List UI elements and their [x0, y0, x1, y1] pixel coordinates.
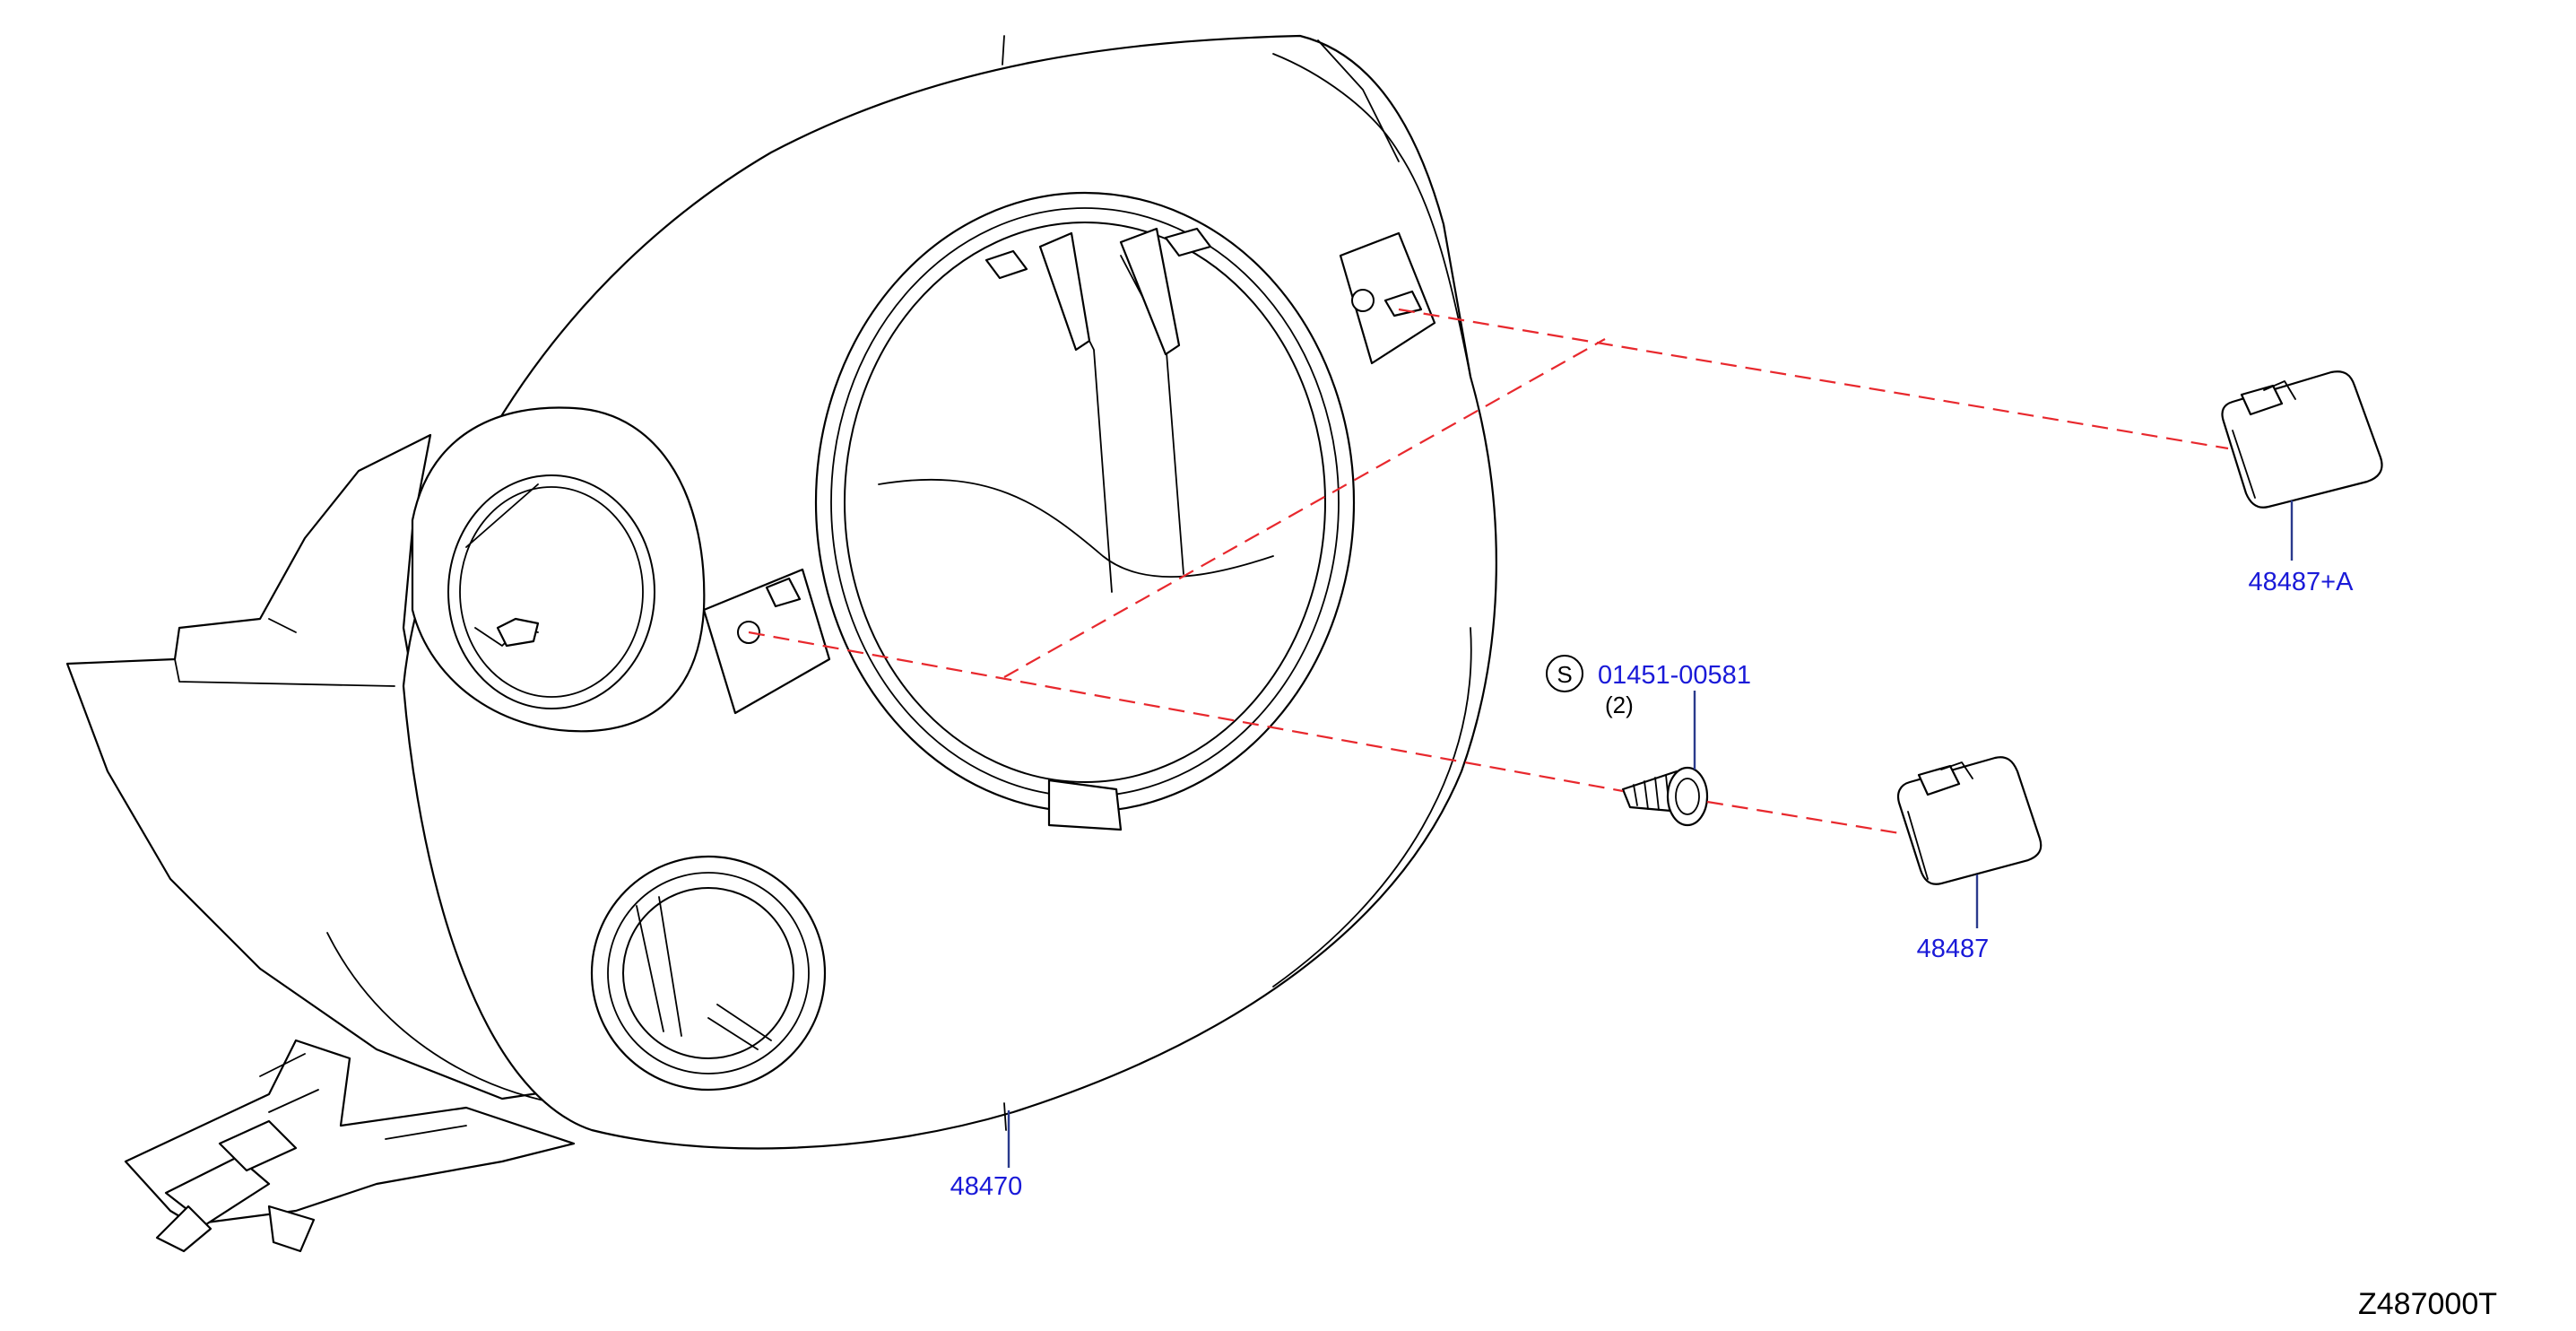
callout-48470[interactable]: 48470	[950, 1172, 1023, 1201]
screw-drawing	[1621, 766, 1709, 827]
screw-callout-group: S 01451-00581 (2)	[1546, 655, 1751, 718]
screw-quantity: (2)	[1605, 692, 1634, 718]
standard-part-letter: S	[1557, 661, 1572, 688]
standard-part-symbol	[1546, 655, 1583, 692]
leader-lines	[1007, 500, 2294, 1168]
drawing-code: Z487000T	[2358, 1287, 2497, 1321]
cap-upper-drawing	[2221, 370, 2383, 509]
steering-column-cover-drawing	[65, 34, 1497, 1253]
cap-lower-drawing	[1896, 756, 2043, 885]
callout-48487-a[interactable]: 48487+A	[2249, 568, 2355, 596]
callout-48487[interactable]: 48487	[1917, 935, 1990, 963]
alignment-lines	[748, 308, 2229, 836]
callout-01451-00581[interactable]: 01451-00581	[1598, 661, 1751, 690]
